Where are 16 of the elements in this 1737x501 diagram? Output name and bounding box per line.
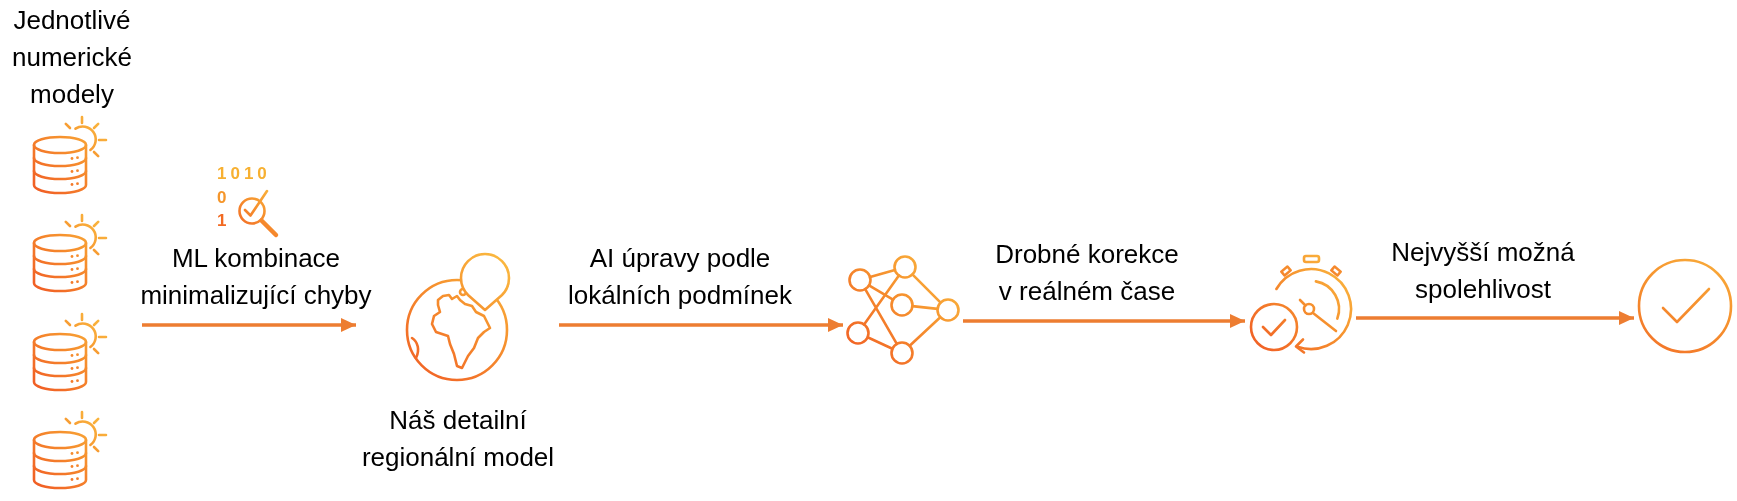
check-circle-icon <box>1637 258 1733 354</box>
database-icon <box>32 312 108 392</box>
neural-network-icon <box>846 255 961 365</box>
arrow <box>963 314 1245 328</box>
database-icon <box>32 213 108 293</box>
database-icon <box>32 410 108 490</box>
binary-digits: 0 <box>217 189 231 207</box>
arrow <box>559 318 843 332</box>
database-icon <box>32 115 108 195</box>
binary-digits: 1 <box>217 212 231 230</box>
arrow <box>142 318 356 332</box>
arrow <box>1356 311 1634 325</box>
node-label: Jednotlivé numerické modely <box>11 4 133 111</box>
binary-digits: 1010 <box>217 165 271 183</box>
stopwatch-icon <box>1248 254 1354 355</box>
node-label: Náš detailní regionální model <box>360 404 556 474</box>
